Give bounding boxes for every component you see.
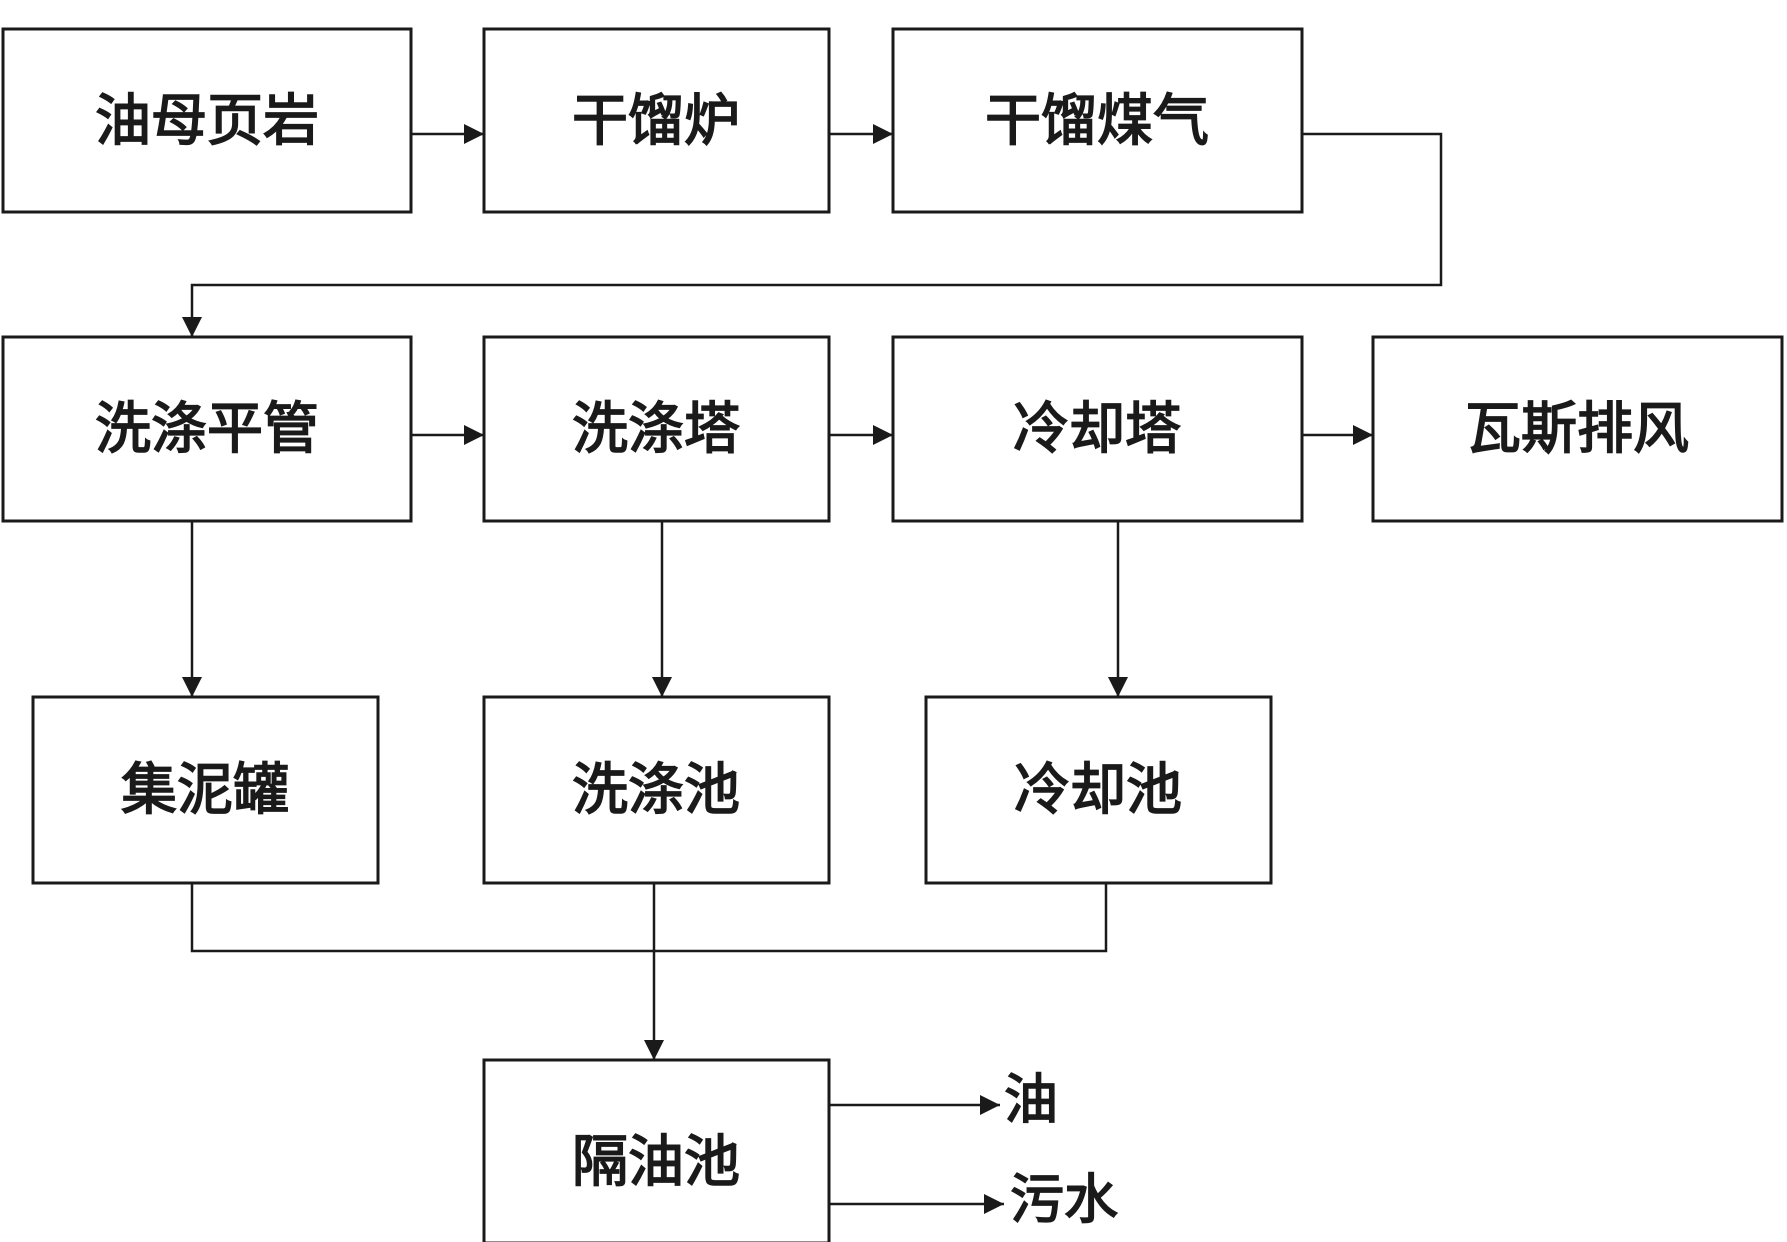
node-cooling-tower: 冷却塔 bbox=[891, 335, 1304, 523]
node-cooling-pool: 冷却池 bbox=[924, 695, 1273, 885]
output-wastewater-label: 污水 bbox=[1010, 1167, 1119, 1231]
node-wash-tower: 洗涤塔 bbox=[482, 335, 831, 523]
node-retort: 干馏炉 bbox=[482, 27, 831, 214]
node-retort-label: 干馏炉 bbox=[572, 88, 740, 154]
edge-collector-bus bbox=[190, 883, 1108, 953]
node-oil-shale: 油母页岩 bbox=[1, 27, 413, 214]
node-sludge-tank-label: 集泥罐 bbox=[120, 757, 289, 823]
node-separator: 隔油池 bbox=[482, 1058, 831, 1242]
node-cooling-pool-label: 冷却池 bbox=[1014, 757, 1182, 823]
node-cooling-tower-label: 冷却塔 bbox=[1013, 396, 1182, 462]
edge-retort-gas-to-wash-pipe bbox=[182, 132, 1443, 337]
node-wash-pipe: 洗涤平管 bbox=[1, 335, 413, 523]
node-retort-gas-label: 干馏煤气 bbox=[985, 88, 1209, 154]
node-oil-shale-label: 油母页岩 bbox=[95, 88, 319, 154]
node-wash-pipe-label: 洗涤平管 bbox=[95, 396, 319, 462]
node-sludge-tank: 集泥罐 bbox=[31, 695, 380, 885]
output-oil-label: 油 bbox=[1004, 1067, 1058, 1131]
node-retort-gas: 干馏煤气 bbox=[891, 27, 1304, 214]
node-gas-exhaust-label: 瓦斯排风 bbox=[1465, 396, 1689, 462]
node-wash-pool-label: 洗涤池 bbox=[572, 757, 740, 823]
node-separator-label: 隔油池 bbox=[572, 1129, 740, 1195]
node-wash-tower-label: 洗涤塔 bbox=[572, 396, 741, 462]
node-wash-pool: 洗涤池 bbox=[482, 695, 831, 885]
node-gas-exhaust: 瓦斯排风 bbox=[1371, 335, 1784, 523]
